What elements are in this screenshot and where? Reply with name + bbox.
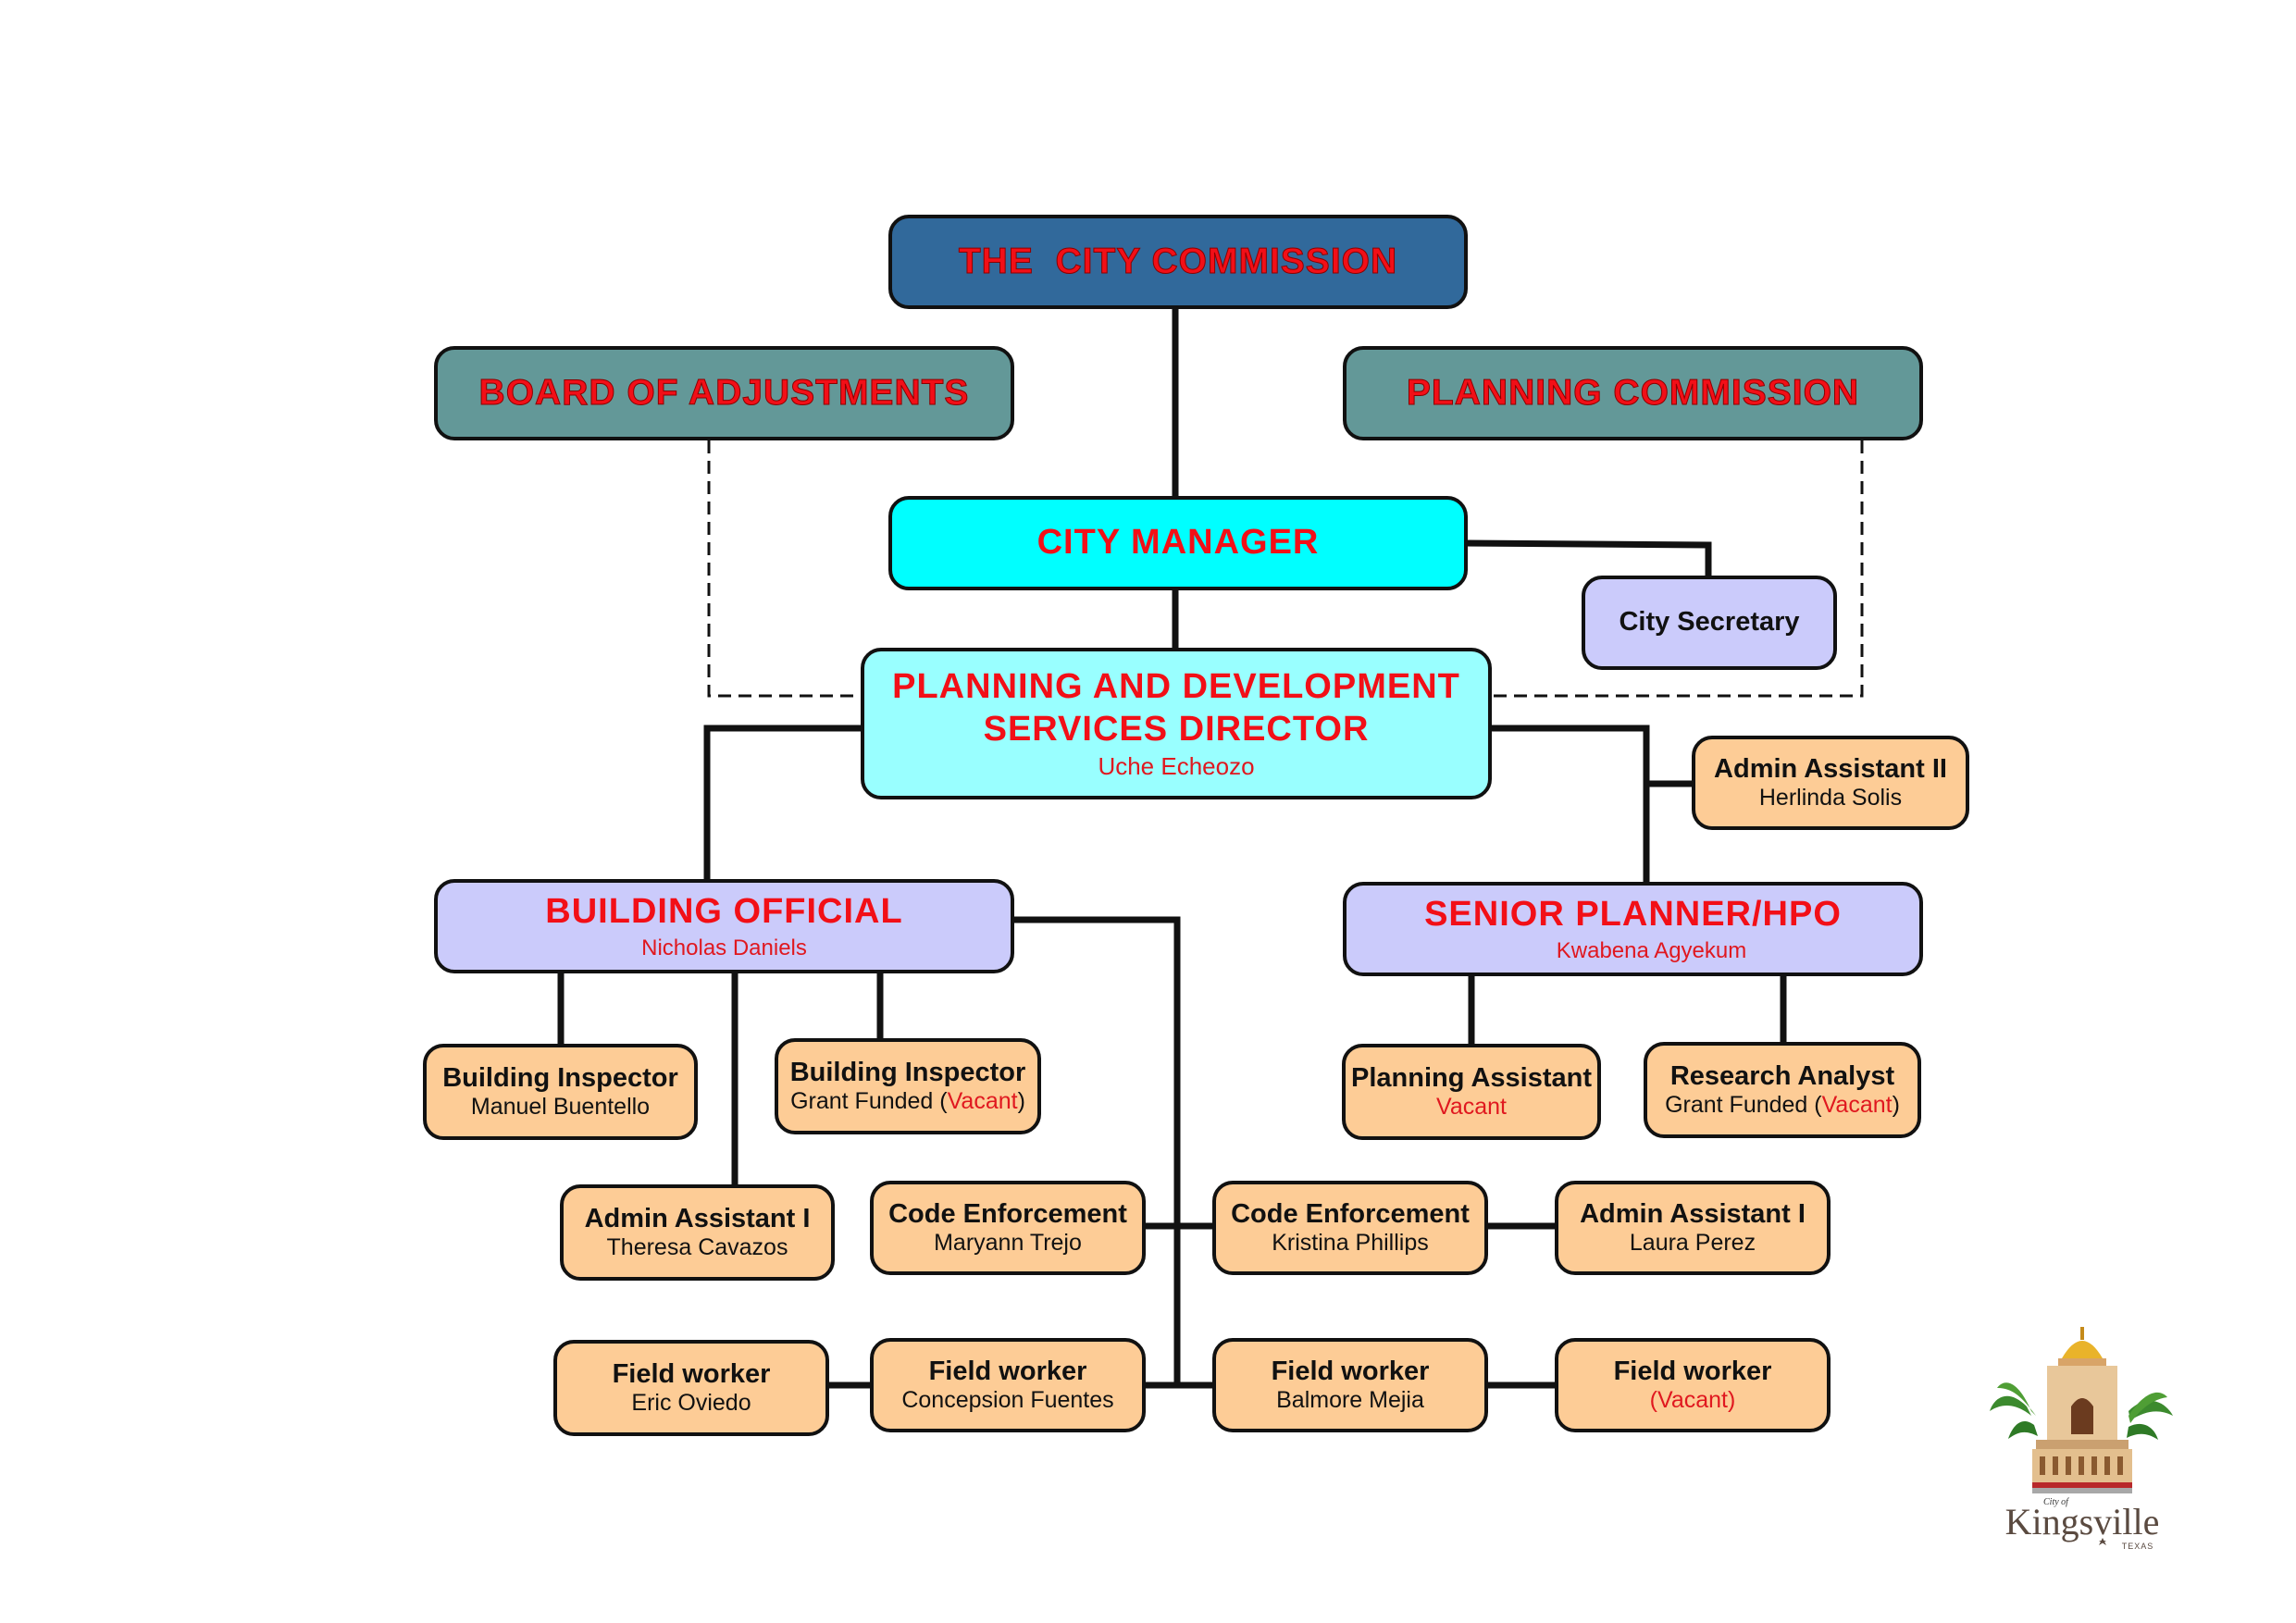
vacant-label: Vacant: [1821, 1092, 1893, 1119]
field-worker-1-name: Eric Oviedo: [631, 1390, 751, 1417]
logo-top-text: City of: [2043, 1497, 2069, 1507]
senior-planner-title: SENIOR PLANNER/HPO: [1424, 895, 1842, 935]
research-analyst-title: Research Analyst: [1669, 1060, 1895, 1091]
field-worker-3-box: Field worker Balmore Mejia: [1212, 1338, 1488, 1432]
director-title-line1: PLANNING AND DEVELOPMENT: [892, 666, 1460, 706]
field-worker-4-name: (Vacant): [1649, 1387, 1736, 1414]
palm-tree-icon: [1990, 1382, 2173, 1440]
city-secretary-title: City Secretary: [1619, 607, 1800, 638]
code-enforcement-2-title: Code Enforcement: [1231, 1198, 1470, 1229]
building-official-title: BUILDING OFFICIAL: [545, 892, 903, 932]
field-worker-3-name: Balmore Mejia: [1276, 1387, 1424, 1414]
dome-icon: [2058, 1327, 2106, 1366]
code-enforcement-1-box: Code Enforcement Maryann Trejo: [870, 1181, 1146, 1275]
grant-funded-prefix: Grant Funded (: [1665, 1092, 1822, 1119]
planning-assistant-box: Planning Assistant Vacant: [1342, 1044, 1601, 1140]
admin-assistant-1b-box: Admin Assistant I Laura Perez: [1555, 1181, 1831, 1275]
city-commission-title: THE CITY COMMISSION: [958, 241, 1398, 281]
building-inspector-2-box: Building Inspector Grant Funded (Vacant): [775, 1038, 1041, 1134]
field-worker-4-title: Field worker: [1613, 1356, 1772, 1386]
building-inspector-1-title: Building Inspector: [442, 1062, 678, 1093]
building-inspector-1-name: Manuel Buentello: [470, 1094, 651, 1121]
code-enforcement-1-title: Code Enforcement: [888, 1198, 1127, 1229]
planning-assistant-name: Vacant: [1436, 1094, 1507, 1121]
building-official-box: BUILDING OFFICIAL Nicholas Daniels: [434, 879, 1014, 973]
code-enforcement-2-name: Kristina Phillips: [1272, 1230, 1429, 1257]
logo-name: Kingsville: [2005, 1501, 2160, 1542]
admin-assistant-1b-title: Admin Assistant I: [1580, 1198, 1806, 1229]
vacant-label: Vacant: [947, 1088, 1018, 1115]
admin-assistant-1a-title: Admin Assistant I: [584, 1203, 811, 1233]
city-manager-title: CITY MANAGER: [1036, 523, 1320, 563]
admin-assistant-2-name: Herlinda Solis: [1758, 785, 1903, 812]
admin-assistant-1a-name: Theresa Cavazos: [606, 1234, 788, 1261]
code-enforcement-2-box: Code Enforcement Kristina Phillips: [1212, 1181, 1488, 1275]
field-worker-1-box: Field worker Eric Oviedo: [553, 1340, 829, 1436]
logo-sub: TEXAS: [2122, 1542, 2154, 1551]
kingsville-logo: City of Kingsville TEXAS: [1990, 1327, 2173, 1551]
star-icon: [2099, 1538, 2106, 1545]
admin-assistant-1b-name: Laura Perez: [1629, 1230, 1756, 1257]
city-secretary-box: City Secretary: [1582, 576, 1837, 670]
admin-assistant-2-title: Admin Assistant II: [1714, 753, 1947, 784]
building-inspector-2-title: Building Inspector: [789, 1057, 1026, 1087]
grant-funded-suffix: ): [1017, 1088, 1025, 1115]
director-name: Uche Echeozo: [1098, 752, 1255, 781]
research-analyst-name: Grant Funded (Vacant): [1665, 1092, 1900, 1119]
building-inspector-1-box: Building Inspector Manuel Buentello: [423, 1044, 698, 1140]
senior-planner-name: Kwabena Agyekum: [1556, 937, 1747, 963]
admin-assistant-1a-box: Admin Assistant I Theresa Cavazos: [560, 1184, 835, 1281]
research-analyst-box: Research Analyst Grant Funded (Vacant): [1644, 1042, 1921, 1138]
field-worker-2-title: Field worker: [928, 1356, 1087, 1386]
planning-commission-box: PLANNING COMMISSION: [1343, 346, 1923, 440]
code-enforcement-1-name: Maryann Trejo: [934, 1230, 1082, 1257]
board-of-adjustments-box: BOARD OF ADJUSTMENTS: [434, 346, 1014, 440]
building-inspector-2-name: Grant Funded (Vacant): [790, 1088, 1025, 1115]
city-manager-box: CITY MANAGER: [888, 496, 1468, 590]
building-official-name: Nicholas Daniels: [641, 935, 807, 960]
field-worker-1-title: Field worker: [612, 1358, 771, 1389]
board-of-adjustments-title: BOARD OF ADJUSTMENTS: [478, 372, 970, 413]
planning-commission-title: PLANNING COMMISSION: [1406, 372, 1860, 413]
grant-funded-suffix: ): [1892, 1092, 1900, 1119]
admin-assistant-2-box: Admin Assistant II Herlinda Solis: [1692, 736, 1969, 830]
director-box: PLANNING AND DEVELOPMENT SERVICES DIRECT…: [861, 648, 1492, 799]
field-worker-2-name: Concepsion Fuentes: [901, 1387, 1114, 1414]
city-commission-box: THE CITY COMMISSION: [888, 215, 1468, 309]
planning-assistant-title: Planning Assistant: [1351, 1062, 1592, 1093]
grant-funded-prefix: Grant Funded (: [790, 1088, 948, 1115]
field-worker-4-box: Field worker (Vacant): [1555, 1338, 1831, 1432]
field-worker-2-box: Field worker Concepsion Fuentes: [870, 1338, 1146, 1432]
senior-planner-box: SENIOR PLANNER/HPO Kwabena Agyekum: [1343, 882, 1923, 976]
field-worker-3-title: Field worker: [1271, 1356, 1430, 1386]
director-title-line2: SERVICES DIRECTOR: [983, 709, 1370, 749]
